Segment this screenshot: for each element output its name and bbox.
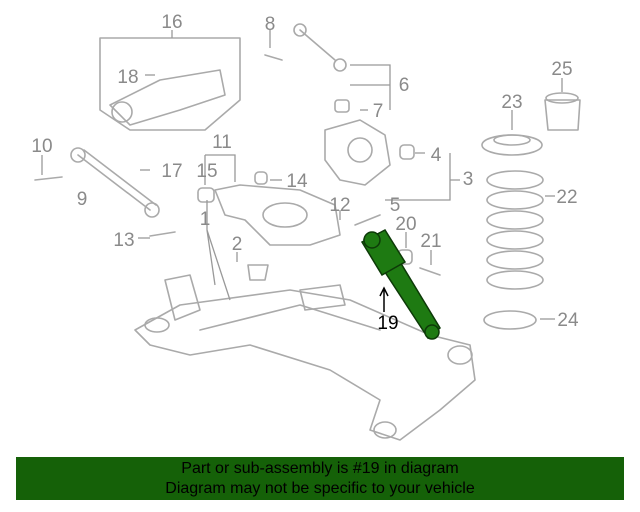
coil-spring (481, 92, 581, 330)
label-23: 23 (501, 92, 522, 113)
label-15: 15 (196, 161, 217, 182)
callout-labels: 16 8 6 7 18 25 23 10 11 15 17 14 4 3 5 9… (31, 12, 579, 334)
label-3: 3 (463, 169, 474, 190)
leader-lines (41, 30, 563, 320)
label-2: 2 (232, 234, 243, 255)
label-7: 7 (373, 101, 384, 122)
label-21: 21 (420, 231, 441, 252)
label-6: 6 (399, 75, 410, 96)
label-10: 10 (31, 136, 52, 157)
lower-control-arm (214, 184, 341, 246)
label-8: 8 (265, 14, 276, 35)
label-12: 12 (329, 195, 350, 216)
label-24: 24 (557, 310, 579, 331)
label-18: 18 (117, 67, 138, 88)
label-19[interactable]: 19 (377, 313, 398, 334)
label-5: 5 (390, 195, 401, 216)
banner-line-part: Part or sub-assembly is #19 in diagram (181, 460, 459, 477)
rear-crossmember (134, 274, 476, 441)
shock-absorber-part-19[interactable] (360, 229, 441, 340)
label-9: 9 (77, 189, 88, 210)
label-22: 22 (556, 187, 577, 208)
label-1: 1 (200, 209, 211, 230)
banner-line-disclaimer: Diagram may not be specific to your vehi… (165, 480, 475, 497)
label-25: 25 (551, 59, 572, 80)
knuckle (324, 119, 415, 186)
label-14: 14 (286, 171, 308, 192)
lateral-link (70, 23, 347, 218)
upper-arm-assembly (99, 37, 241, 131)
label-13: 13 (113, 230, 134, 251)
label-20: 20 (395, 214, 416, 235)
label-17: 17 (161, 161, 182, 182)
info-banner: Part or sub-assembly is #19 in diagram D… (16, 457, 624, 500)
label-16: 16 (161, 12, 182, 33)
label-11: 11 (212, 132, 232, 153)
label-4: 4 (431, 145, 442, 166)
parts-diagram: 16 8 6 7 18 25 23 10 11 15 17 14 4 3 5 9… (31, 12, 581, 441)
